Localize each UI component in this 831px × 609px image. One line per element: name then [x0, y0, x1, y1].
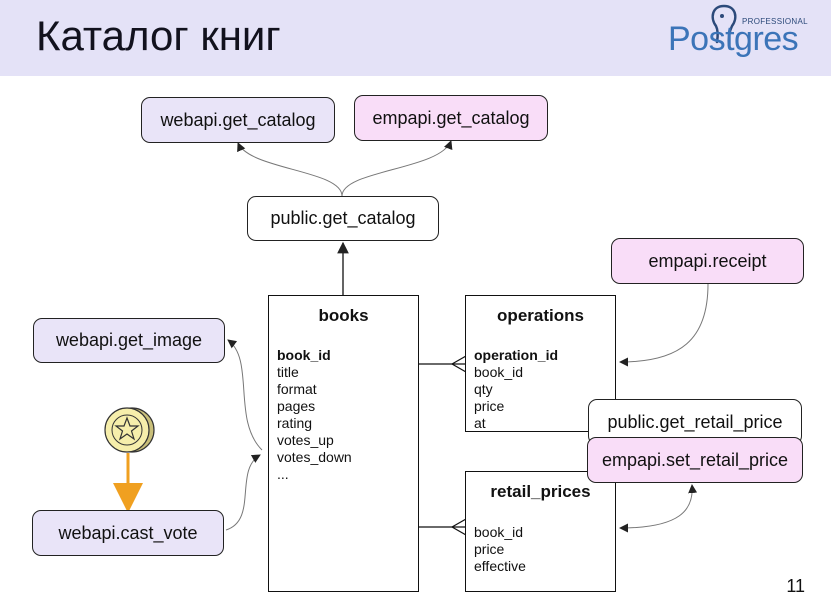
slide-title: Каталог книг [36, 12, 281, 59]
slide-header: Каталог книг PROFESSIONAL Postgres [0, 0, 831, 76]
empapi-get-catalog-box: empapi.get_catalog [354, 95, 548, 141]
retail-prices-field: effective [474, 558, 526, 574]
books-table: books book_id title format pages rating … [268, 295, 419, 592]
receipt-to-operations [619, 283, 709, 367]
webapi-get-catalog-box: webapi.get_catalog [141, 97, 335, 143]
retail-prices-field: book_id [474, 524, 524, 540]
books-field: book_id [277, 347, 331, 363]
page-number: 11 [786, 576, 805, 596]
retail-prices-field: price [474, 541, 505, 557]
retail-prices-table-name: retail_prices [490, 482, 591, 501]
operations-field: price [474, 398, 505, 414]
retail-prices-fields: book_id price effective [474, 524, 526, 575]
books-field: ... [277, 466, 289, 482]
operations-fields: operation_id book_id qty price at [474, 347, 558, 432]
books-field: votes_up [277, 432, 334, 448]
logo-professional-text: PROFESSIONAL [742, 17, 808, 26]
cast-vote-to-books [225, 454, 261, 531]
catalog-split-right [341, 140, 453, 197]
retail-prices-table: retail_prices book_id price effective [465, 471, 616, 592]
books-field: format [277, 381, 317, 397]
postgres-logo: PROFESSIONAL Postgres [664, 0, 824, 70]
elephant-icon [711, 4, 737, 48]
books-fields: book_id title format pages rating votes_… [277, 347, 352, 483]
books-to-get-image [227, 339, 263, 451]
operations-field: qty [474, 381, 493, 397]
empapi-receipt-box: empapi.receipt [611, 238, 804, 284]
operations-table: operations operation_id book_id qty pric… [465, 295, 616, 432]
webapi-get-image-box: webapi.get_image [33, 318, 225, 363]
catalog-split-left [237, 142, 343, 197]
operations-field: operation_id [474, 347, 559, 363]
public-get-catalog-box: public.get_catalog [247, 196, 439, 241]
books-field: title [277, 364, 299, 380]
books-field: votes_down [277, 449, 352, 465]
operations-field: at [474, 415, 486, 431]
coin-icon [104, 407, 155, 453]
books-field: rating [277, 415, 313, 431]
set-retail-price-link [619, 484, 698, 533]
books-field: pages [277, 398, 316, 414]
books-table-name: books [318, 306, 369, 325]
logo-postgres-text: Postgres [668, 20, 799, 58]
operations-field: book_id [474, 364, 524, 380]
operations-table-name: operations [497, 306, 584, 325]
empapi-set-retail-price-box: empapi.set_retail_price [587, 437, 803, 483]
webapi-cast-vote-box: webapi.cast_vote [32, 510, 224, 556]
